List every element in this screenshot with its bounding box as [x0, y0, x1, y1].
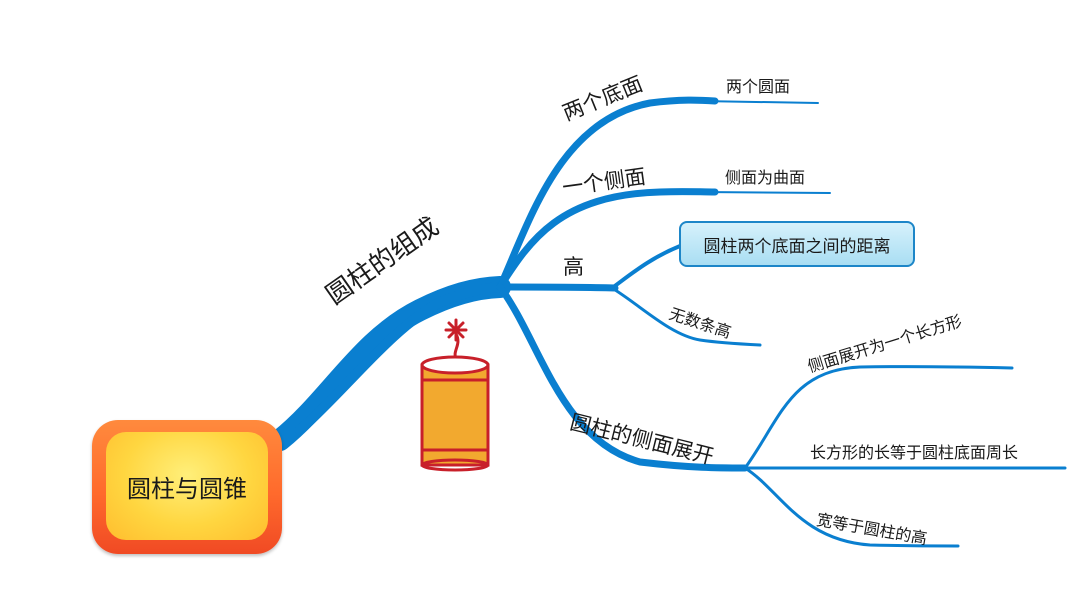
root-node-inner: 圆柱与圆锥: [106, 432, 268, 540]
branch-label-height: 高: [563, 255, 584, 279]
leaf-label-length: 长方形的长等于圆柱底面周长: [810, 443, 1019, 462]
leaf-line-width: [743, 466, 960, 548]
branch-line-unfold: [496, 283, 749, 472]
branch-line-height: [496, 283, 619, 292]
leaf-line-distance: [610, 244, 682, 290]
leaf-label-circles: 两个圆面: [726, 77, 791, 96]
main-branch-line-taper: [295, 282, 505, 435]
leaf-line-circles: [699, 100, 819, 104]
root-node[interactable]: 圆柱与圆锥: [92, 420, 282, 554]
branch-line-side: [496, 188, 719, 291]
leaf-label-curved: 侧面为曲面: [725, 168, 806, 187]
firecracker-icon: [420, 318, 490, 472]
highlight-node[interactable]: 圆柱两个底面之间的距离: [679, 221, 915, 267]
leaf-label-distance: 圆柱两个底面之间的距离: [703, 236, 891, 257]
leaf-line-countless: [610, 286, 762, 347]
leaf-line-curved: [699, 191, 831, 194]
branch-line-bases: [496, 96, 719, 291]
root-label: 圆柱与圆锥: [127, 474, 247, 503]
leaf-line-rectangle: [743, 365, 1014, 470]
